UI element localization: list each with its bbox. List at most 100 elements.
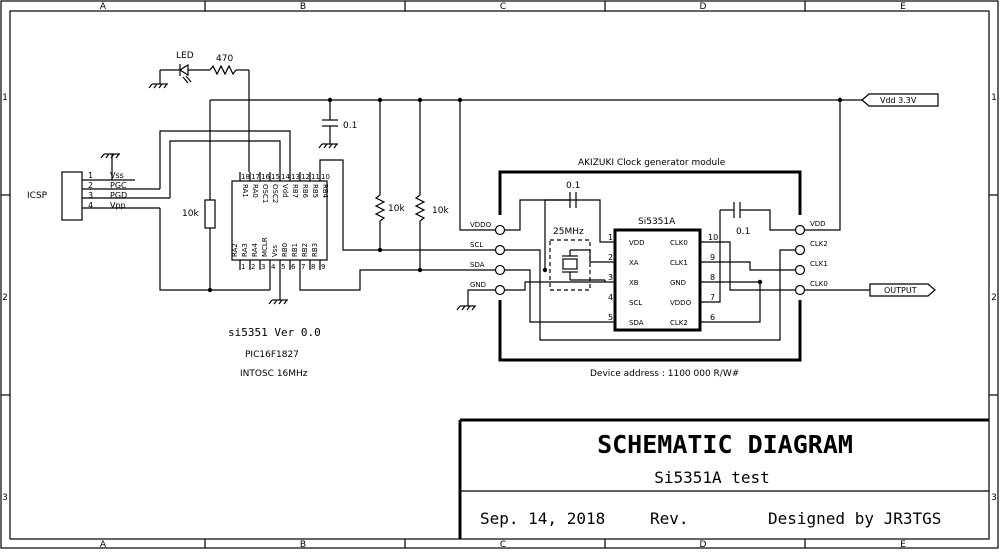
chip-label: Si5351A <box>638 217 676 227</box>
pic-pin-num: 11 <box>311 173 320 181</box>
si-pin-num: 7 <box>710 293 715 302</box>
icsp-pin-num: 3 <box>88 191 93 200</box>
si-pin-name: CLK1 <box>670 259 688 267</box>
rev-text: Rev. <box>650 509 689 528</box>
col-label-top: D <box>700 2 707 12</box>
crystal-label: 25MHz <box>553 227 584 237</box>
si-pin-name: CLK2 <box>670 319 688 327</box>
title-block: SCHEMATIC DIAGRAM Si5351A test Sep. 14, … <box>458 418 989 539</box>
vdd-rail-label: Vdd 3.3V <box>880 96 917 105</box>
icsp-pin-name: PGD <box>110 191 127 200</box>
icsp-pin-num: 1 <box>88 171 93 180</box>
cap-decoupling: 0.1 <box>318 100 357 149</box>
icsp-connector: ICSP 1 Vss 2 PGC 3 PGD 4 Vpp <box>27 130 291 291</box>
vdd-rail: Vdd 3.3V <box>210 93 939 107</box>
output-label: OUTPUT <box>884 286 917 295</box>
pic-pin-name: RB7 <box>291 184 299 198</box>
cap-decoupling-label: 0.1 <box>343 121 357 131</box>
icsp-label: ICSP <box>27 191 48 201</box>
pic-pin-name: OSC2 <box>271 184 279 203</box>
si-pin-name: XB <box>629 279 639 287</box>
pic-pin-name: RB4 <box>321 184 329 199</box>
pic-pin-name: RB0 <box>281 243 289 257</box>
pic-pin-num: 15 <box>271 173 280 181</box>
pic-pin-name: RA0 <box>251 184 259 198</box>
si-pin-num: 1 <box>608 233 613 242</box>
col-label-bottom: C <box>500 540 506 550</box>
pic-pin-num: 12 <box>301 173 310 181</box>
module-terminal-clk1 <box>794 264 806 276</box>
date-text: Sep. 14, 2018 <box>480 509 605 528</box>
project-label: si5351 Ver 0.0 <box>228 326 321 339</box>
pic-pin-name: RB1 <box>291 243 299 257</box>
resistor-mclr-icon <box>204 199 216 229</box>
col-label-bottom: A <box>100 540 107 550</box>
si-pin-num: 8 <box>710 273 715 282</box>
led-label: LED <box>176 51 194 61</box>
col-label-top: A <box>100 2 107 12</box>
output-port: OUTPUT <box>805 283 936 297</box>
pullup-resistors: 10k 10k <box>374 100 449 273</box>
mcu-label: PIC16F1827 <box>245 350 299 360</box>
col-label-bottom: D <box>700 540 707 550</box>
pic-pin-name: MCLR <box>261 237 269 257</box>
pic-pin-num: 18 <box>241 173 250 181</box>
pic-pin-num: 10 <box>321 173 330 181</box>
si-pin-num: 9 <box>710 253 715 262</box>
inner-frame <box>9 10 990 540</box>
icsp-pin-name: Vss <box>110 171 124 180</box>
si5351-chip <box>613 228 702 332</box>
si-pin-name: XA <box>629 259 639 267</box>
resistor-mclr: 10k <box>182 100 216 293</box>
pic-pin-num: 2 <box>251 263 255 271</box>
module-title: AKIZUKI Clock generator module <box>578 158 726 168</box>
si-pin-num: 5 <box>608 313 613 322</box>
module-pin-label: VDDO <box>470 221 492 229</box>
icsp-pin-name: PGC <box>110 181 127 190</box>
pic-pin-name: RB3 <box>311 243 319 257</box>
title-text: SCHEMATIC DIAGRAM <box>597 430 853 459</box>
module-terminal-vddo <box>494 224 506 236</box>
col-label-top: C <box>500 2 506 12</box>
resistor-470-label: 470 <box>216 54 233 64</box>
module-pin-label: CLK2 <box>810 240 828 248</box>
resistor-470-icon <box>209 64 237 76</box>
pic-pin-name: RA3 <box>241 243 249 257</box>
crystal-icon <box>562 258 578 270</box>
row-label-right: 3 <box>991 493 997 503</box>
pic-pin-name: RB5 <box>311 184 319 198</box>
module-terminal-gnd <box>494 284 506 296</box>
resistor-scl-icon <box>374 194 386 222</box>
pic-pin-num: 3 <box>261 263 265 271</box>
led-icon <box>178 63 189 77</box>
module-terminal-sda <box>494 264 506 276</box>
designer-text: Designed by JR3TGS <box>768 509 941 528</box>
si-pin-name: VDD <box>629 239 645 247</box>
si-pin-name: SCL <box>629 299 642 307</box>
row-label-left: 3 <box>2 493 8 503</box>
resistor-scl-label: 10k <box>388 204 405 214</box>
pic-pin-name: RB2 <box>301 243 309 257</box>
pic-pin-name: RB6 <box>301 184 309 199</box>
pic-pin-num: 4 <box>271 263 276 271</box>
resistor-sda-icon <box>414 194 426 222</box>
resistor-mclr-label: 10k <box>182 209 199 219</box>
si-pin-num: 10 <box>708 233 718 242</box>
module-pin-label: CLK1 <box>810 260 828 268</box>
row-label-right: 2 <box>991 293 997 303</box>
pic-pin-name: RA4 <box>251 243 259 257</box>
col-label-top: E <box>900 2 906 12</box>
pic-pin-name: Vdd <box>281 184 289 198</box>
row-label-left: 2 <box>2 293 8 303</box>
module-pin-label: VDD <box>810 220 826 228</box>
device-address: Device address : 1100 000 R/W# <box>590 369 739 379</box>
pic-pin-num: 6 <box>291 263 296 271</box>
si-pin-num: 2 <box>608 253 613 262</box>
pic-pin-num: 1 <box>241 263 245 271</box>
module-pin-label: SCL <box>470 241 483 249</box>
pic-pin-num: 5 <box>281 263 285 271</box>
cap-xtal-label: 0.1 <box>566 181 580 191</box>
